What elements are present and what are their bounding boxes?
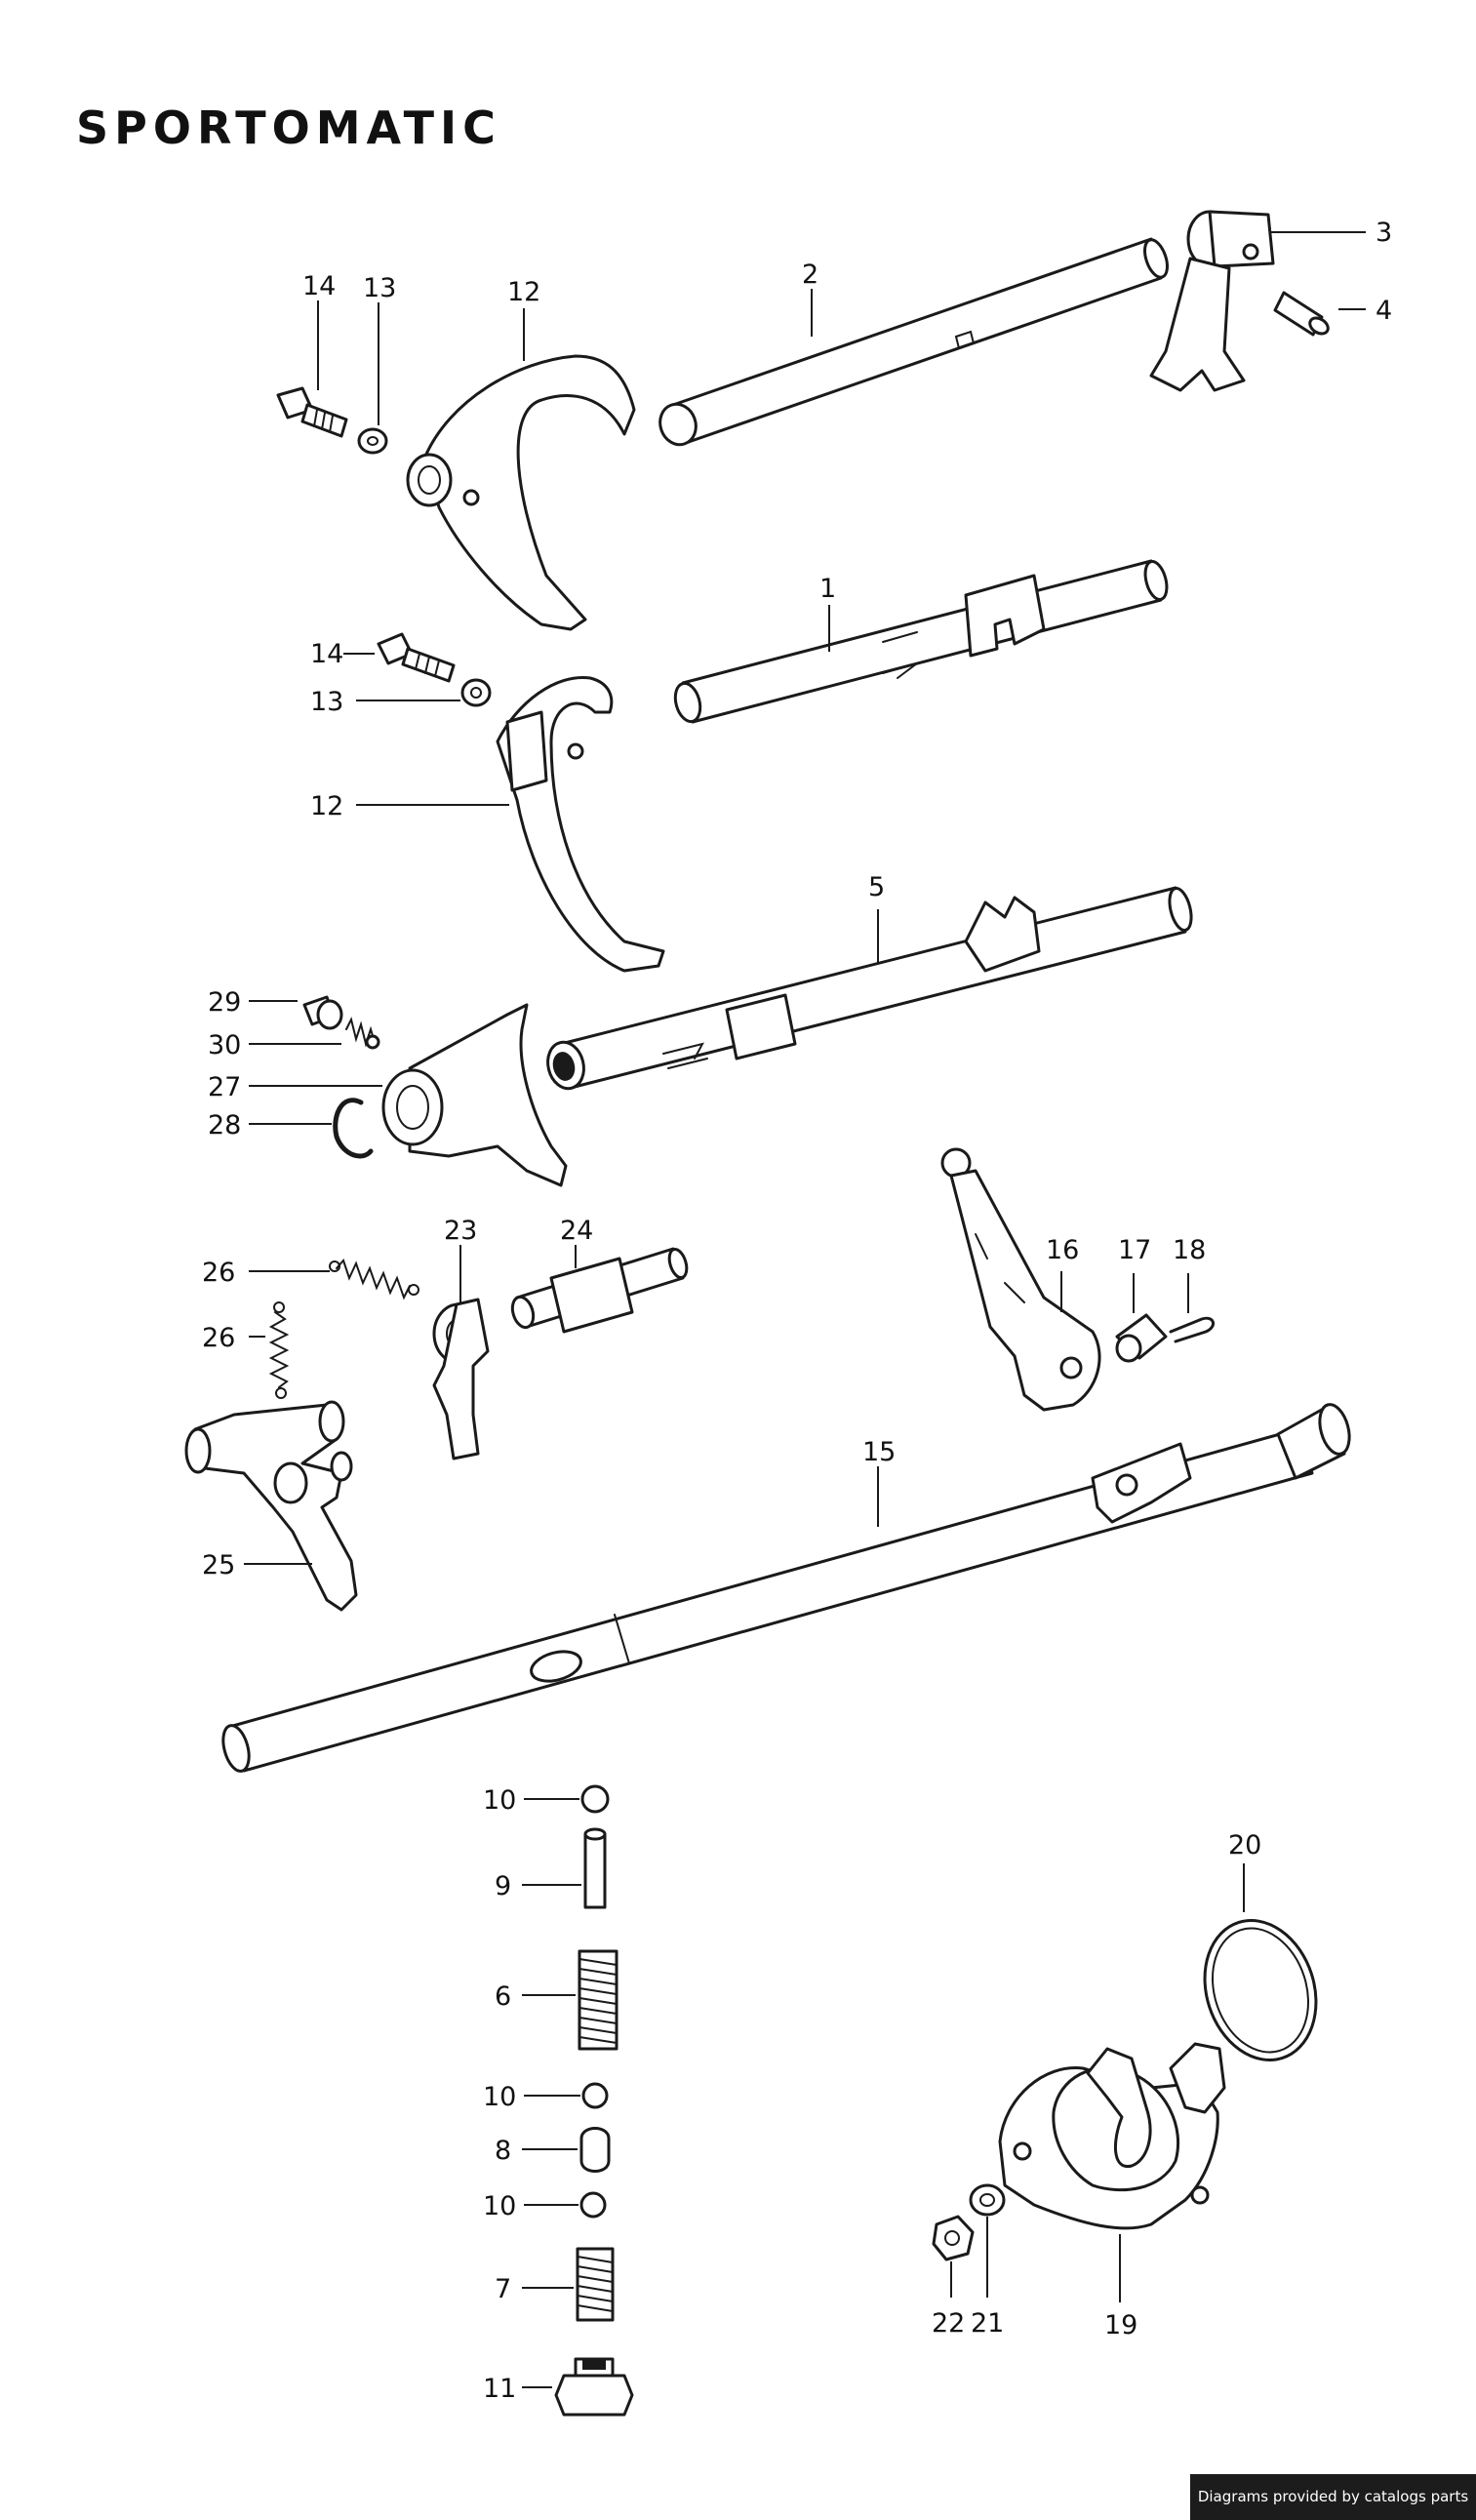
callout-28: 28 (208, 1110, 241, 1140)
part-28-circlip (333, 1098, 374, 1159)
part-29-detent-ball (302, 995, 343, 1030)
part-26-spring-horizontal (329, 1259, 419, 1300)
callout-11: 11 (483, 2374, 516, 2404)
part-30-spring-small (345, 1017, 380, 1050)
part-5-shift-rod (546, 886, 1193, 1091)
callout-13-top: 13 (363, 273, 396, 303)
part-10-ball-2 (581, 2082, 609, 2109)
part-10-ball-1 (580, 1784, 610, 1814)
part-14-bolt-top (276, 386, 348, 438)
callout-6: 6 (495, 1981, 511, 2012)
callout-10-top: 10 (483, 1785, 516, 1816)
callout-23: 23 (444, 1216, 477, 1246)
callout-5: 5 (868, 872, 885, 902)
part-13-washer-middle (460, 678, 492, 707)
part-12-shift-fork-middle (496, 675, 665, 973)
part-20-o-ring (1203, 1919, 1318, 2061)
callout-19: 19 (1104, 2310, 1137, 2340)
callout-14-top: 14 (302, 271, 336, 301)
callout-18: 18 (1173, 1235, 1206, 1265)
part-10-ball-3 (579, 2191, 607, 2219)
part-1-shift-rod (673, 559, 1169, 724)
credit-badge: Diagrams provided by catalogs parts (1190, 2474, 1476, 2520)
part-11-plug (554, 2357, 634, 2417)
callout-10-bottom: 10 (483, 2191, 516, 2221)
callout-7: 7 (495, 2274, 511, 2304)
part-23-selector-finger (432, 1298, 490, 1460)
callout-25: 25 (202, 1550, 235, 1580)
part-2-shift-rod (658, 237, 1169, 447)
callout-16: 16 (1046, 1235, 1079, 1265)
part-26-spring-vertical (268, 1301, 290, 1399)
callout-30: 30 (208, 1030, 241, 1060)
callout-14-middle: 14 (310, 639, 343, 669)
callout-2: 2 (802, 260, 818, 290)
callout-15: 15 (862, 1437, 896, 1467)
part-17-pin-head (1115, 1313, 1168, 1363)
diagram-title: SPORTOMATIC (76, 101, 501, 154)
callout-1: 1 (819, 574, 836, 604)
callout-8: 8 (495, 2136, 511, 2166)
callout-12-top: 12 (507, 277, 540, 307)
part-9-pin (583, 1827, 607, 1909)
callout-17: 17 (1118, 1235, 1151, 1265)
part-21-washer (969, 2183, 1006, 2217)
callout-10-middle: 10 (483, 2082, 516, 2112)
part-19-cover-plate (998, 2042, 1226, 2230)
callout-22: 22 (932, 2308, 965, 2339)
part-7-spring (576, 2247, 615, 2322)
callout-12-middle: 12 (310, 791, 343, 821)
part-15-selector-shaft (221, 1403, 1351, 1773)
part-16-lever (940, 1147, 1101, 1412)
callout-26-horizontal: 26 (202, 1258, 235, 1288)
part-14-bolt-middle (377, 632, 456, 683)
part-6-spring (578, 1949, 618, 2051)
callout-9: 9 (495, 1871, 511, 1901)
callout-3: 3 (1376, 218, 1392, 248)
part-18-cotter-pin (1169, 1316, 1215, 1343)
part-25-lever-assembly (184, 1400, 358, 1612)
callout-20: 20 (1228, 1830, 1261, 1860)
part-24-bushing (510, 1247, 689, 1334)
part-4-pin (1273, 291, 1330, 337)
part-8-plunger (579, 2127, 611, 2173)
part-3-selector-finger (1149, 210, 1275, 392)
callout-29: 29 (208, 987, 241, 1018)
callout-26-vertical: 26 (202, 1323, 235, 1353)
callout-4: 4 (1376, 296, 1392, 326)
callout-27: 27 (208, 1072, 241, 1102)
callout-21: 21 (971, 2308, 1004, 2339)
part-27-shift-fork (381, 1003, 568, 1187)
part-22-nut (932, 2215, 975, 2261)
part-12-shift-fork-top (406, 354, 636, 631)
callout-13-middle: 13 (310, 687, 343, 717)
callout-24: 24 (560, 1216, 593, 1246)
part-13-washer-top (357, 427, 388, 455)
